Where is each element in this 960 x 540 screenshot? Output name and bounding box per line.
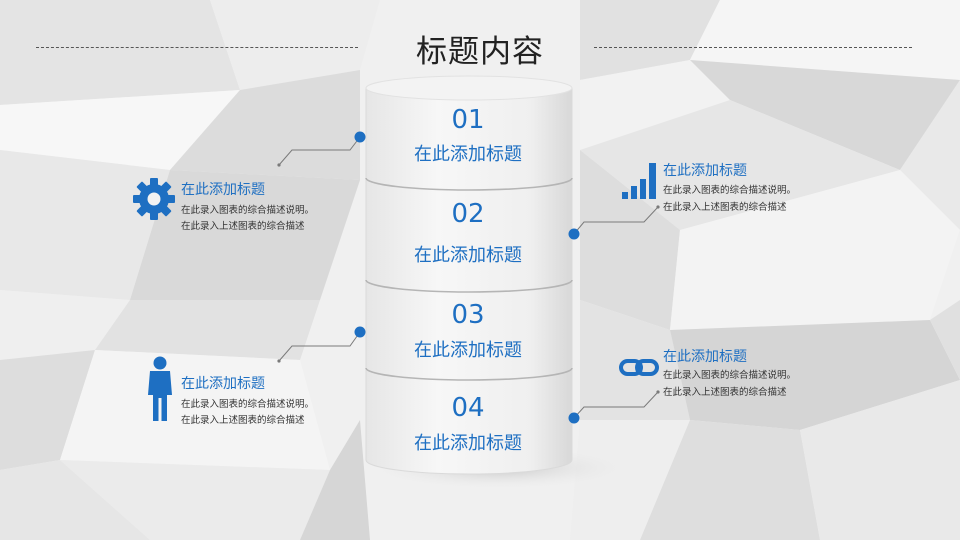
connector-dot-3 [354,326,366,338]
annotation-1-line-2: 在此录入上述图表的综合描述 [181,221,305,232]
segment-separator-1 [365,177,573,191]
connector-line-1 [278,136,361,166]
title-divider-left [36,47,358,48]
page-title: 标题内容 [416,34,544,70]
segment-separator-3 [365,367,573,381]
annotation-3-line-2: 在此录入上述图表的综合描述 [181,415,305,426]
connector-dot-1 [354,131,366,143]
connector-dot-4 [568,412,580,424]
annotation-2-line-1: 在此录入图表的综合描述说明。 [663,185,797,196]
segment-1-label: 在此添加标题 [414,144,522,165]
connector-line-2 [573,206,659,235]
bar-chart-icon [622,163,656,199]
connector-line-3 [278,331,361,362]
connector-dot-2 [568,228,580,240]
segment-separator-2 [365,279,573,293]
segment-1-number: 01 [451,105,485,135]
annotation-1-title: 在此添加标题 [181,182,265,198]
annotation-4-line-1: 在此录入图表的综合描述说明。 [663,370,797,381]
annotation-2-title: 在此添加标题 [663,163,747,179]
title-divider-right [594,47,912,48]
connector-line-4 [573,391,659,419]
segment-3-label: 在此添加标题 [414,340,522,361]
gear-icon [133,178,175,220]
person-icon [148,356,172,421]
segment-3-number: 03 [451,300,485,330]
annotation-3-line-1: 在此录入图表的综合描述说明。 [181,399,315,410]
connector-end-4 [656,390,660,394]
segment-2-label: 在此添加标题 [414,245,522,266]
annotation-4-line-2: 在此录入上述图表的综合描述 [663,387,787,398]
cylinder-top [365,75,573,101]
annotation-3-title: 在此添加标题 [181,376,265,392]
segment-2-number: 02 [451,199,485,229]
cylinder-body [365,87,573,475]
segment-4-label: 在此添加标题 [414,433,522,454]
annotation-1-line-1: 在此录入图表的综合描述说明。 [181,205,315,216]
connector-end-3 [277,359,281,363]
annotation-2-line-2: 在此录入上述图表的综合描述 [663,202,787,213]
annotation-4-title: 在此添加标题 [663,349,747,365]
segment-4-number: 04 [451,393,485,423]
link-icon [619,359,659,376]
connector-end-2 [656,205,660,209]
connector-end-1 [277,163,281,167]
